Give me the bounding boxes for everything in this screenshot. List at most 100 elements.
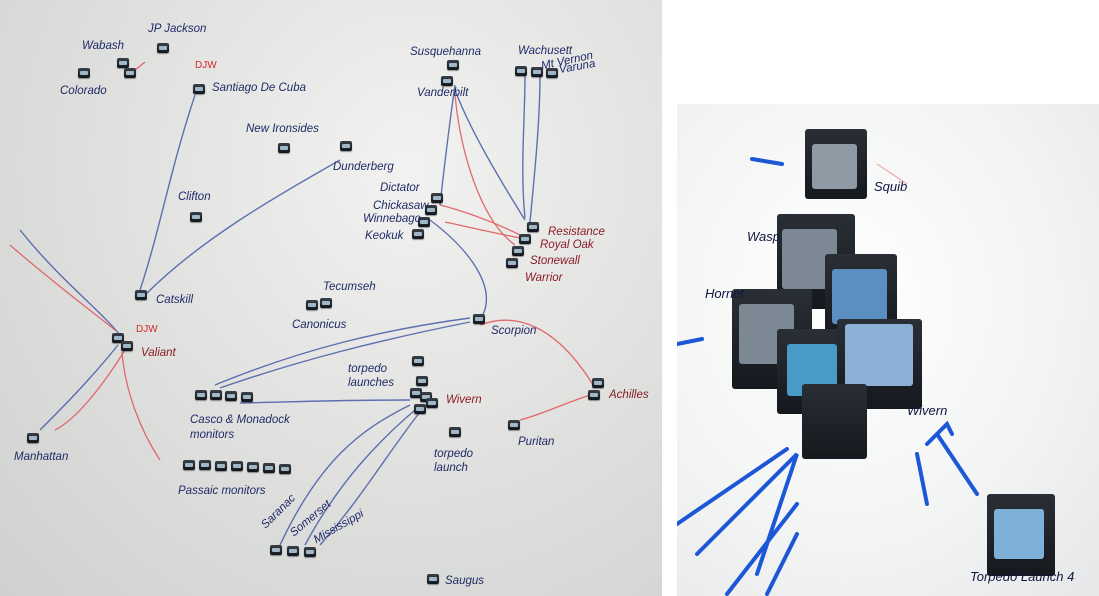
label-royal-oak: Royal Oak xyxy=(540,239,594,251)
whiteboard-photo: JP Jackson Wabash Colorado DJW Santiago … xyxy=(0,0,662,596)
ship-counter xyxy=(527,222,539,232)
ship-counter xyxy=(414,404,426,414)
label-new-ironsides: New Ironsides xyxy=(246,123,319,135)
ship-counter xyxy=(278,143,290,153)
label-chickasaw: Chickasaw xyxy=(373,200,429,212)
counter-torpedo-face xyxy=(994,509,1044,559)
label-dunderberg: Dunderberg xyxy=(333,161,394,173)
label-canonicus: Canonicus xyxy=(292,319,347,331)
ship-counter xyxy=(124,68,136,78)
counter-squib-face xyxy=(812,144,857,189)
ship-counter xyxy=(588,390,600,400)
label-wivern-closeup: Wivern xyxy=(907,403,948,418)
ship-counter xyxy=(215,461,227,471)
label-resistance: Resistance xyxy=(548,226,605,238)
label-torpedo-launch-4: Torpedo Launch 4 xyxy=(970,569,1075,584)
label-catskill: Catskill xyxy=(156,294,194,306)
ship-counter xyxy=(431,193,443,203)
ship-counter xyxy=(247,462,259,472)
ship-counter xyxy=(506,258,518,268)
label-valiant: Valiant xyxy=(141,347,176,359)
label-torpedo-launches: torpedo launches xyxy=(348,363,395,389)
ship-counter xyxy=(121,341,133,351)
ship-counter xyxy=(241,392,253,402)
label-passaic-monitors: Passaic monitors xyxy=(178,485,266,497)
label-vanderbilt: Vanderbilt xyxy=(417,87,469,99)
ship-counter xyxy=(426,398,438,408)
ship-counter xyxy=(117,58,129,68)
label-djw-top: DJW xyxy=(195,60,217,71)
ship-counter xyxy=(519,234,531,244)
ship-counter xyxy=(508,420,520,430)
ship-counter xyxy=(320,298,332,308)
label-keokuk: Keokuk xyxy=(365,230,404,242)
label-manhattan: Manhattan xyxy=(14,451,69,463)
marker-strokes xyxy=(677,157,979,596)
ship-counter xyxy=(210,390,222,400)
label-wachusett: Wachusett xyxy=(518,45,573,57)
ship-counter xyxy=(112,333,124,343)
ship-counter xyxy=(270,545,282,555)
label-santiago: Santiago De Cuba xyxy=(212,82,306,94)
ship-counter xyxy=(287,546,299,556)
ship-counter xyxy=(231,461,243,471)
label-dictator: Dictator xyxy=(380,182,420,194)
label-casco-monitors: Casco & Monadock monitors xyxy=(190,414,290,441)
ship-counter xyxy=(263,463,275,473)
label-warrior: Warrior xyxy=(525,272,563,284)
label-torpedo-launch: torpedo launch xyxy=(434,448,474,474)
ship-counter xyxy=(340,141,352,151)
ship-counter xyxy=(515,66,527,76)
ship-counter xyxy=(473,314,485,324)
ship-counter xyxy=(412,229,424,239)
ship-counter xyxy=(193,84,205,94)
ship-counter xyxy=(410,388,422,398)
ship-counter xyxy=(199,460,211,470)
ship-counter xyxy=(27,433,39,443)
counter-stack xyxy=(802,384,867,459)
movement-lines xyxy=(9,61,596,546)
label-wivern: Wivern xyxy=(446,394,482,406)
label-achilles: Achilles xyxy=(609,389,649,401)
ship-counter xyxy=(418,217,430,227)
label-winnebago: Winnebago xyxy=(363,213,422,225)
ship-counter xyxy=(420,392,432,402)
ship-counter xyxy=(279,464,291,474)
ship-counter xyxy=(190,212,202,222)
counter-blue-face xyxy=(832,269,887,324)
label-scorpion: Scorpion xyxy=(491,325,537,337)
ship-counter xyxy=(416,376,428,386)
ship-counter xyxy=(447,60,459,70)
ship-counter xyxy=(412,356,424,366)
label-hornet: Hornet xyxy=(705,286,745,301)
ship-counter xyxy=(304,547,316,557)
label-susquehanna: Susquehanna xyxy=(410,46,481,58)
label-saugus: Saugus xyxy=(445,575,485,587)
ship-counter xyxy=(531,67,543,77)
ship-counter xyxy=(546,68,558,78)
ship-counter xyxy=(441,76,453,86)
label-djw-mid: DJW xyxy=(136,324,158,335)
counter-blue-face xyxy=(845,324,913,386)
ship-counter xyxy=(195,390,207,400)
ship-counter xyxy=(306,300,318,310)
ship-counter xyxy=(427,574,439,584)
label-squib: Squib xyxy=(874,179,908,194)
label-tecumseh: Tecumseh xyxy=(323,281,376,293)
label-puritan: Puritan xyxy=(518,436,555,448)
label-clifton: Clifton xyxy=(178,191,211,203)
label-wasp: Wasp xyxy=(747,229,780,244)
closeup-photo: Squib Wasp Hornet Wivern Torpedo Launch … xyxy=(677,104,1099,596)
label-jp-jackson: JP Jackson xyxy=(148,23,207,35)
ship-counter xyxy=(512,246,524,256)
label-wabash: Wabash xyxy=(82,40,124,52)
label-stonewall: Stonewall xyxy=(530,255,580,267)
ship-counter xyxy=(425,205,437,215)
ship-counter xyxy=(157,43,169,53)
ship-counter xyxy=(78,68,90,78)
label-colorado: Colorado xyxy=(60,85,107,97)
ship-counter xyxy=(225,391,237,401)
ship-counter xyxy=(592,378,604,388)
ship-counter xyxy=(183,460,195,470)
ship-counter xyxy=(449,427,461,437)
